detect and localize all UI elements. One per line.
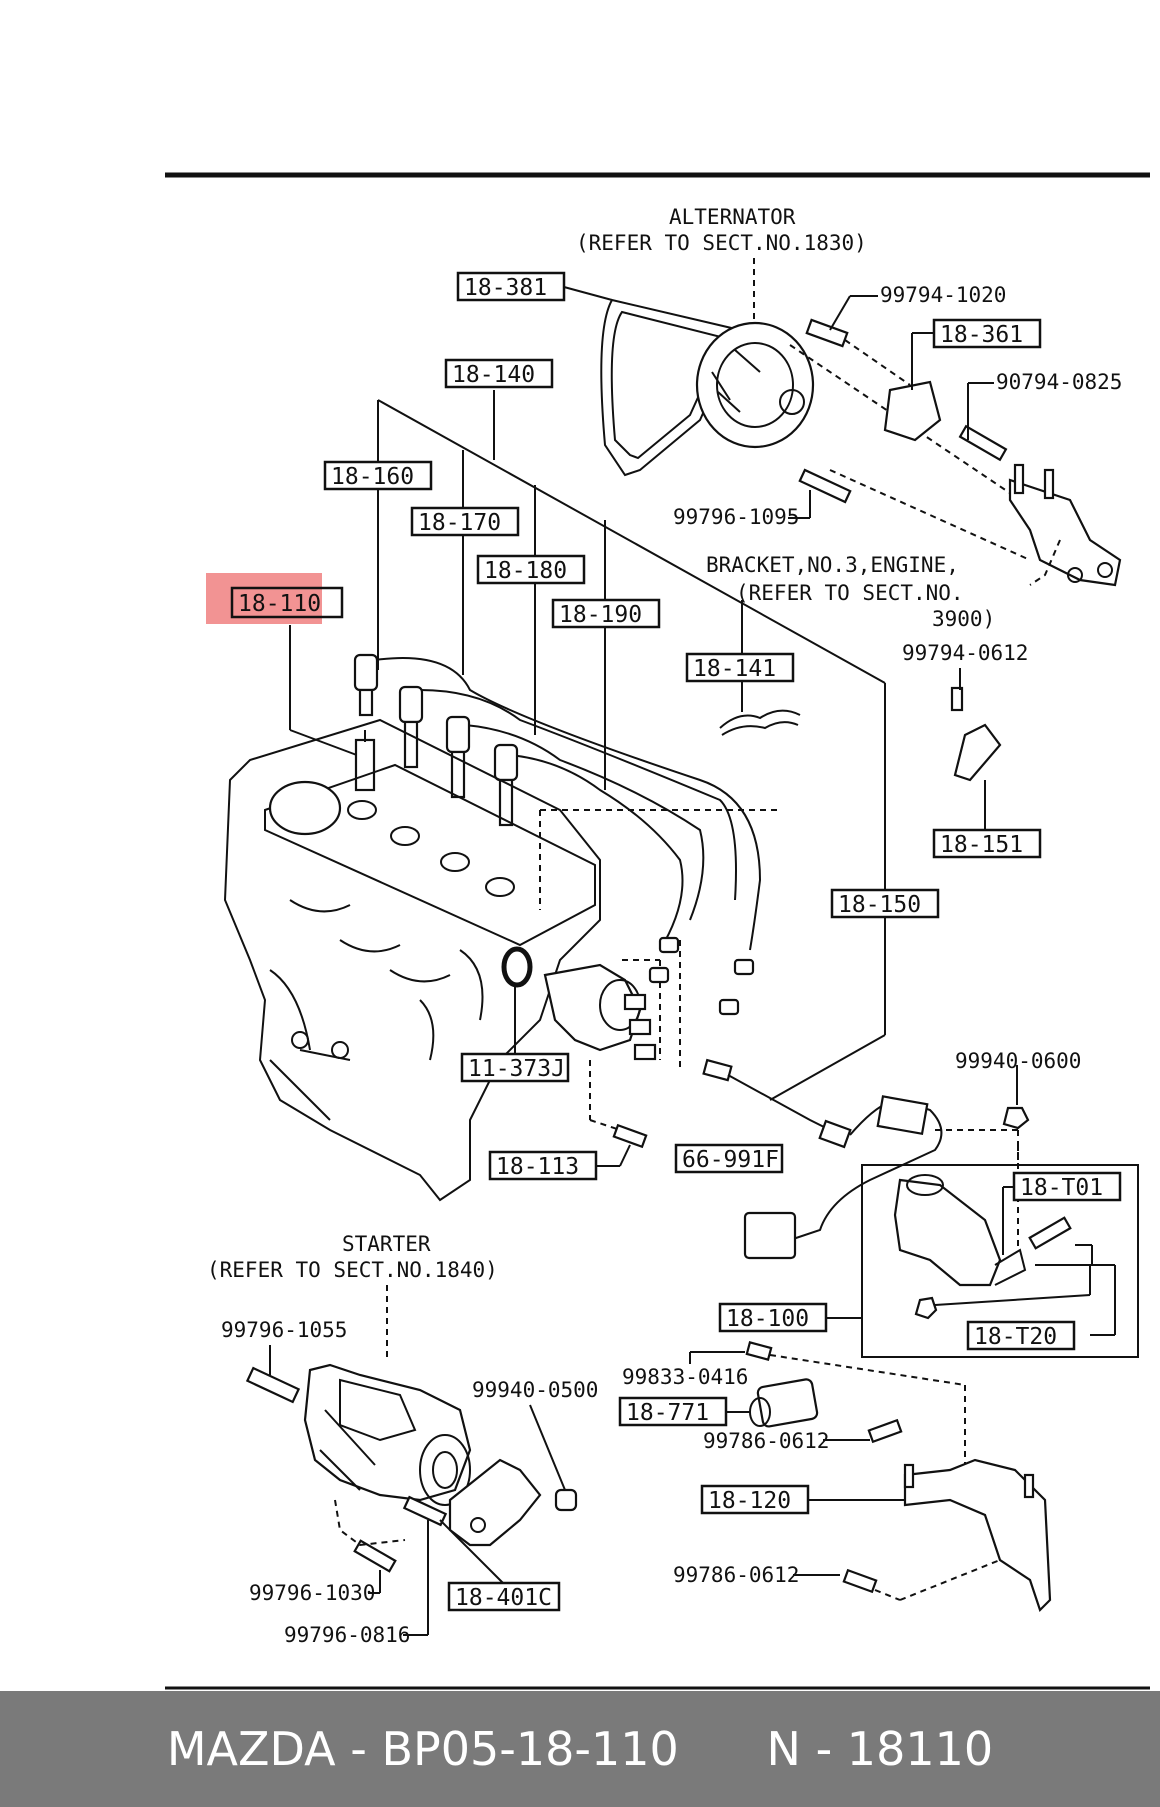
bracket-title: BRACKET,NO.3,ENGINE, bbox=[706, 553, 959, 577]
box-18-151-label: 18-151 bbox=[940, 832, 1023, 858]
hw-99833-0416: 99833-0416 bbox=[622, 1365, 748, 1389]
box-18-150[interactable]: 18-150 bbox=[830, 888, 940, 919]
box-18-401c[interactable]: 18-401C bbox=[447, 1581, 561, 1612]
hw-99794-1020: 99794-1020 bbox=[880, 283, 1006, 307]
ignition-wire-3 bbox=[464, 724, 705, 921]
box-18-160-label: 18-160 bbox=[331, 464, 414, 490]
ignition-wire-1 bbox=[374, 657, 762, 951]
hw-99796-1095: 99796-1095 bbox=[673, 505, 799, 529]
box-18-361-label: 18-361 bbox=[940, 322, 1023, 348]
box-18-771[interactable]: 18-771 bbox=[618, 1396, 728, 1427]
box-18-190-label: 18-190 bbox=[559, 602, 642, 628]
box-18-100-label: 18-100 bbox=[726, 1306, 809, 1332]
box-18-361[interactable]: 18-361 bbox=[932, 318, 1042, 349]
box-18-113[interactable]: 18-113 bbox=[488, 1150, 598, 1181]
ignition-coil bbox=[893, 1178, 1002, 1287]
box-18-100[interactable]: 18-100 bbox=[718, 1302, 828, 1333]
coil-connector bbox=[743, 1211, 797, 1260]
box-18-113-label: 18-113 bbox=[496, 1154, 579, 1180]
starter-title: STARTER bbox=[342, 1232, 431, 1256]
box-18-771-label: 18-771 bbox=[626, 1400, 709, 1426]
drive-belt bbox=[600, 298, 742, 477]
box-18-151[interactable]: 18-151 bbox=[932, 828, 1042, 859]
part-number-footer: MAZDA - BP05-18-110 N - 18110 bbox=[0, 1691, 1160, 1807]
footer-spacer bbox=[679, 1722, 767, 1776]
hw-99786-0612-a: 99786-0612 bbox=[703, 1429, 829, 1453]
box-18-t01-label: 18-T01 bbox=[1020, 1175, 1103, 1201]
bracket-ref-line1: (REFER TO SECT.NO. bbox=[736, 581, 964, 605]
box-18-110[interactable]: 18-110 bbox=[230, 586, 344, 619]
box-11-373j[interactable]: 11-373J bbox=[460, 1052, 570, 1083]
ignition-wire-2 bbox=[419, 689, 737, 901]
box-18-t20[interactable]: 18-T20 bbox=[966, 1320, 1076, 1351]
coil-group-frame bbox=[861, 1164, 1139, 1358]
box-18-170-label: 18-170 bbox=[418, 510, 501, 536]
box-18-180-label: 18-180 bbox=[484, 558, 567, 584]
bracket-ref-line2: 3900) bbox=[932, 607, 995, 631]
footer-brand-part: MAZDA - BP05-18-110 bbox=[166, 1722, 679, 1776]
box-66-991f[interactable]: 66-991F bbox=[674, 1143, 784, 1174]
o-ring bbox=[501, 946, 533, 988]
spark-plug-lead-141 bbox=[719, 709, 801, 736]
box-18-160[interactable]: 18-160 bbox=[323, 460, 433, 491]
box-18-180[interactable]: 18-180 bbox=[476, 554, 586, 585]
engine-block bbox=[223, 718, 601, 1202]
box-18-t20-label: 18-T20 bbox=[974, 1324, 1057, 1350]
hw-99796-1030: 99796-1030 bbox=[249, 1581, 375, 1605]
hw-99940-0600: 99940-0600 bbox=[955, 1049, 1081, 1073]
ignition-wire-4 bbox=[509, 754, 684, 951]
starter-bracket-401c bbox=[448, 1458, 542, 1547]
engine-bracket-no3 bbox=[1008, 478, 1122, 587]
box-18-150-label: 18-150 bbox=[838, 892, 921, 918]
coil-harness bbox=[789, 1098, 943, 1241]
box-18-t01[interactable]: 18-T01 bbox=[1012, 1171, 1122, 1202]
box-18-401c-label: 18-401C bbox=[455, 1585, 552, 1611]
alternator-title: ALTERNATOR bbox=[669, 205, 796, 229]
starter-ref: (REFER TO SECT.NO.1840) bbox=[207, 1258, 498, 1282]
alternator-ref: (REFER TO SECT.NO.1830) bbox=[576, 231, 867, 255]
hw-99786-0612-b: 99786-0612 bbox=[673, 1563, 799, 1587]
box-18-110-label: 18-110 bbox=[238, 591, 321, 617]
box-18-120-label: 18-120 bbox=[708, 1488, 791, 1514]
spark-plug bbox=[354, 738, 376, 792]
box-18-381-label: 18-381 bbox=[464, 275, 547, 301]
box-18-140[interactable]: 18-140 bbox=[444, 358, 554, 389]
footer-n-code: N - 18110 bbox=[766, 1722, 994, 1776]
starter-motor bbox=[303, 1363, 472, 1502]
hw-99796-1055: 99796-1055 bbox=[221, 1318, 347, 1342]
box-18-120[interactable]: 18-120 bbox=[700, 1484, 810, 1515]
sensor-771 bbox=[756, 1378, 819, 1428]
hw-99940-0500: 99940-0500 bbox=[472, 1378, 598, 1402]
box-11-373j-label: 11-373J bbox=[468, 1056, 565, 1082]
box-18-141[interactable]: 18-141 bbox=[685, 652, 795, 683]
box-18-141-label: 18-141 bbox=[693, 656, 776, 682]
hw-99794-0612: 99794-0612 bbox=[902, 641, 1028, 665]
box-18-381[interactable]: 18-381 bbox=[456, 271, 566, 302]
box-66-991f-label: 66-991F bbox=[682, 1147, 779, 1173]
alternator-body bbox=[695, 321, 815, 449]
box-18-140-label: 18-140 bbox=[452, 362, 535, 388]
box-18-190[interactable]: 18-190 bbox=[551, 598, 661, 629]
bracket-120 bbox=[903, 1458, 1052, 1613]
box-18-170[interactable]: 18-170 bbox=[410, 506, 520, 537]
highlight-marker bbox=[206, 573, 322, 624]
hw-99796-0816: 99796-0816 bbox=[284, 1623, 410, 1647]
clip-151 bbox=[953, 723, 1002, 782]
alternator-bracket bbox=[883, 380, 942, 442]
hw-90794-0825: 90794-0825 bbox=[996, 370, 1122, 394]
